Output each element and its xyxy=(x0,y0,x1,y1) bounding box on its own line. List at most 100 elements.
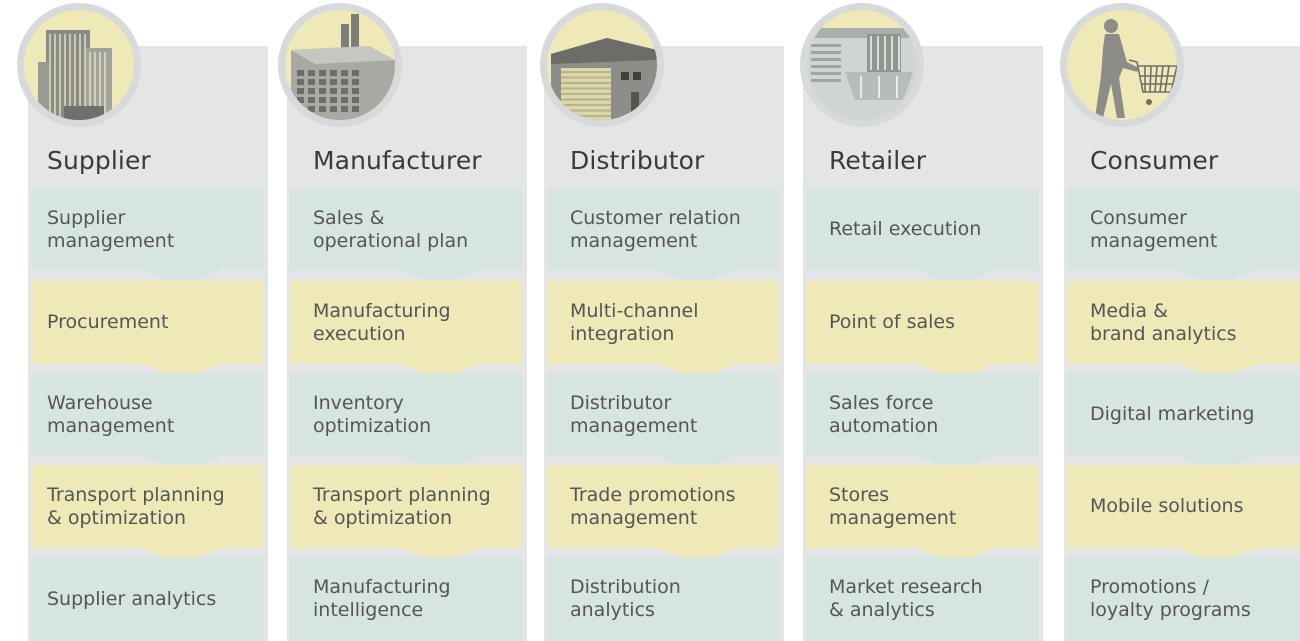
office-building-icon xyxy=(24,10,134,120)
shopping-cart-person-icon xyxy=(1067,10,1177,120)
step-label-line: operational plan xyxy=(313,229,469,252)
step-label-line: loyalty programs xyxy=(1090,599,1251,621)
step-label-line: Point of sales xyxy=(829,311,955,333)
step-label-line: Consumer xyxy=(1090,206,1187,229)
column-title: Manufacturer xyxy=(313,146,482,175)
step-label-line: & optimization xyxy=(313,506,453,529)
step-text: Promotions /loyalty programs xyxy=(1090,576,1251,622)
step-text: Point of sales xyxy=(829,311,955,334)
step-box-consumer-3: Digital marketing xyxy=(1067,373,1300,456)
step-box-consumer-2: Media &brand analytics xyxy=(1067,281,1300,364)
step-label-line: Digital marketing xyxy=(1090,403,1255,425)
step-label-line: Sales force xyxy=(829,391,934,414)
step-box-supplier-4: Transport planning& optimization xyxy=(31,465,263,548)
step-label-line: integration xyxy=(570,322,675,345)
step-label-line: optimization xyxy=(313,414,432,437)
icon-circle xyxy=(540,3,664,127)
column-title: Distributor xyxy=(570,146,705,175)
step-label-line: management xyxy=(570,414,698,437)
step-text: Market research& analytics xyxy=(829,576,983,622)
step-text: Transport planning& optimization xyxy=(313,484,491,530)
column-title: Consumer xyxy=(1090,146,1219,175)
column-title: Retailer xyxy=(829,146,927,175)
step-label-line: Supplier xyxy=(47,206,126,229)
step-label-line: Transport planning xyxy=(47,483,225,506)
step-label-line: Retail execution xyxy=(829,218,982,240)
step-label-line: brand analytics xyxy=(1090,322,1237,345)
step-box-supplier-5: Supplier analytics xyxy=(31,557,263,641)
step-text: Supplier analytics xyxy=(47,588,216,611)
step-label-line: Inventory xyxy=(313,391,404,414)
step-label-line: Stores xyxy=(829,483,890,506)
step-label-line: Mobile solutions xyxy=(1090,495,1244,517)
step-label-line: automation xyxy=(829,414,939,437)
step-label-line: Manufacturing xyxy=(313,299,451,322)
step-box-consumer-5: Promotions /loyalty programs xyxy=(1067,557,1300,641)
step-text: Mobile solutions xyxy=(1090,495,1244,518)
step-label-line: Market research xyxy=(829,576,983,598)
step-box-supplier-2: Procurement xyxy=(31,281,263,364)
step-box-retailer-5: Market research& analytics xyxy=(806,557,1038,641)
step-label-line: & analytics xyxy=(829,599,935,621)
step-label-line: Media & xyxy=(1090,299,1168,322)
step-box-manufacturer-1: Sales &operational plan xyxy=(290,189,522,270)
store-icon xyxy=(807,10,917,120)
step-label-line: analytics xyxy=(570,599,655,621)
step-label-line: Transport planning xyxy=(313,483,491,506)
step-label-line: Multi-channel xyxy=(570,299,699,322)
icon-circle xyxy=(278,3,402,127)
warehouse-icon xyxy=(547,10,657,120)
step-label-line: Promotions / xyxy=(1090,576,1210,598)
icon-circle xyxy=(800,3,924,127)
column-title: Supplier xyxy=(47,146,151,175)
step-text: Retail execution xyxy=(829,218,981,241)
step-box-consumer-4: Mobile solutions xyxy=(1067,465,1300,548)
step-box-retailer-1: Retail execution xyxy=(806,189,1038,270)
icon-circle xyxy=(17,3,141,127)
step-label-line: Distributor xyxy=(570,391,672,414)
step-label-line: management xyxy=(47,414,175,437)
factory-icon xyxy=(285,10,395,120)
icon-circle xyxy=(1060,3,1184,127)
step-label-line: Customer relation xyxy=(570,206,741,229)
step-text: Sales &operational plan xyxy=(313,207,468,253)
step-box-retailer-2: Point of sales xyxy=(806,281,1038,364)
step-label-line: management xyxy=(47,229,175,252)
step-label-line: Procurement xyxy=(47,311,169,333)
step-label-line: intelligence xyxy=(313,599,424,621)
step-label-line: management xyxy=(1090,229,1218,252)
step-label-line: management xyxy=(570,229,698,252)
step-text: Media &brand analytics xyxy=(1090,300,1237,346)
step-text: Digital marketing xyxy=(1090,403,1254,426)
step-label-line: execution xyxy=(313,322,406,345)
step-text: Transport planning& optimization xyxy=(47,484,225,530)
step-label-line: & optimization xyxy=(47,506,187,529)
step-label-line: Distribution xyxy=(570,576,681,598)
step-label-line: Manufacturing xyxy=(313,576,451,598)
step-box-manufacturer-4: Transport planning& optimization xyxy=(290,465,522,548)
step-label-line: management xyxy=(570,506,698,529)
